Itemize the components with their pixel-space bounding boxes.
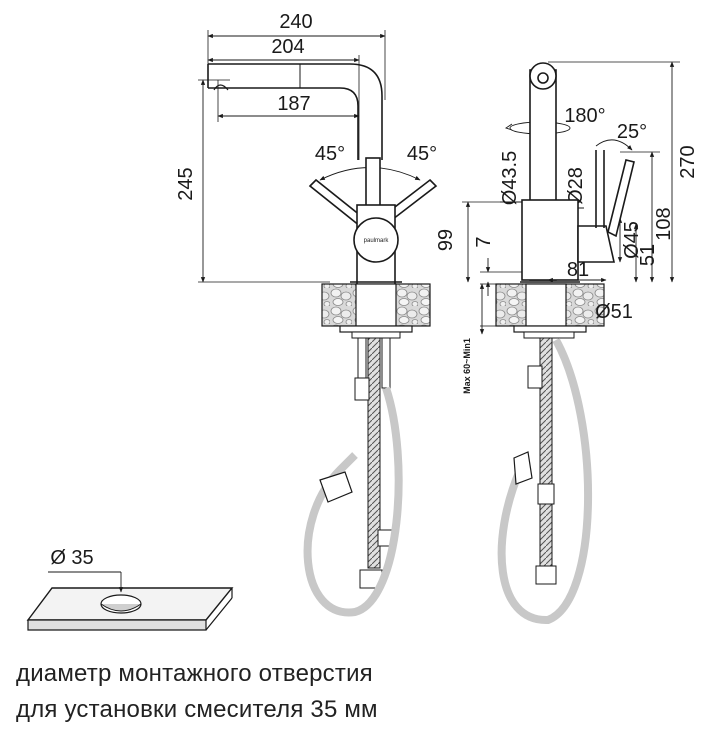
body-diameter-label: Ø28 [565,167,587,205]
dim-height: 245 [175,79,330,283]
dim-245-label: 245 [175,167,197,200]
mounting-hole-diagram: Ø 35 [26,547,234,631]
angle-right-label: 45° [407,143,437,165]
dim-108-label: 108 [653,207,675,240]
dim-width-spout: 204 [207,36,360,160]
dim-270-label: 270 [677,145,699,178]
handle-diameter-label: Ø45 [621,221,643,259]
faucet-body: paulmark [350,204,402,286]
dim-51-label: 51 [637,244,659,266]
rotation-label: 180° [564,105,605,127]
dim-81: 81 [547,259,607,283]
handle-tilt-indicator: 25° [595,121,647,151]
dim-204-label: 204 [271,36,304,58]
side-faucet-body [520,62,635,283]
spout-diameter-label: Ø43.5 [499,151,521,205]
hole-diameter-label: Ø 35 [50,547,93,569]
countertop-thickness-label: Max 60~Min1 [462,338,472,394]
dim-240-label: 240 [279,11,312,33]
front-view: 240 204 187 245 [175,11,438,617]
dim-reach: 187 [217,80,360,122]
tilt-label: 25° [617,121,647,143]
side-view: 270 108 51 Ø45 99 7 [435,61,699,625]
base-diameter-label: Ø51 [595,301,633,323]
handle-angle-arc: 45° 45° [315,143,437,181]
caption-line-1: диаметр монтажного отверстия [16,660,373,687]
dim-108: 108 [620,151,675,283]
side-supply-hoses [497,331,593,625]
countertop-section [321,283,431,333]
dim-countertop-thickness: Max 60~Min1 [462,283,485,394]
angle-left-label: 45° [315,143,345,165]
dim-99-label: 99 [435,229,457,251]
dim-270: 270 [548,61,699,283]
side-countertop-section: Ø51 [480,283,633,333]
dim-51: 51 [633,223,659,283]
brand-logo: paulmark [364,238,390,244]
dim-7-label: 7 [473,236,495,247]
dim-187-label: 187 [277,93,310,115]
caption-line-2: для установки смесителя 35 мм [16,696,378,723]
dim-81-label: 81 [567,259,589,281]
dim-handle-diameter: Ø45 [617,217,643,263]
supply-hoses [303,331,403,617]
spout [207,63,383,160]
dim-width-total: 240 [207,11,386,100]
